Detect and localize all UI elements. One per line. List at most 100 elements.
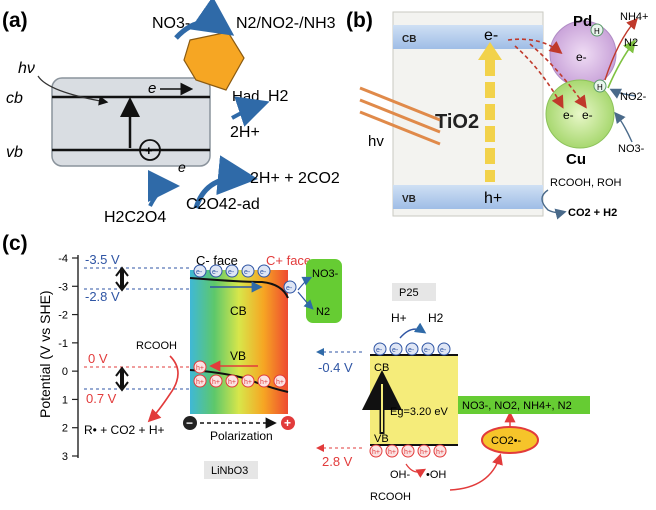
p25-hole-5-label: h+	[436, 449, 444, 456]
electron-5-label: e-	[260, 269, 267, 276]
pd-label: Pd	[573, 13, 592, 30]
electron-to-cu-1	[514, 45, 564, 109]
p25-electrons: e- e- e- e- e-	[373, 342, 451, 356]
products-box-label: NO3-, NO2, NH4+, N2	[462, 400, 572, 412]
p25-hole-4	[417, 444, 431, 458]
b-cb-label: CB	[402, 34, 416, 45]
electron-4	[241, 264, 255, 278]
nh4-label: NH4+	[620, 11, 648, 23]
electron-1	[193, 264, 207, 278]
p25-hole-4-label: h+	[420, 449, 428, 456]
p25-electron-4	[421, 342, 435, 356]
arrow-to-nh4	[604, 17, 638, 81]
p25-hole-3-label: h+	[404, 449, 412, 456]
oxidation-products: 2H+ + 2CO2	[250, 170, 340, 187]
hole-2-label: h+	[196, 379, 204, 386]
p25-vb-label: VB	[374, 433, 389, 445]
b-electron: e-	[484, 27, 498, 44]
hole-4	[225, 374, 239, 388]
arrow-no2-in	[609, 88, 637, 99]
light-ray-3	[359, 110, 441, 146]
y-tick-label: -1	[58, 338, 68, 350]
tio2-cb-band	[393, 25, 543, 49]
electron-6	[283, 280, 297, 294]
tio2-vb-band	[393, 185, 543, 209]
two-h-plus: 2H+	[230, 124, 260, 141]
hole-7	[273, 374, 287, 388]
oxalic-acid: H2C2O4	[104, 209, 166, 226]
linbo3-tag	[204, 461, 258, 479]
p25-electron-3-label: e-	[408, 347, 415, 354]
electron-to-cu-2	[529, 43, 587, 109]
b-hv-label: hv	[368, 133, 384, 150]
label-2-8v: 2.8 V	[322, 454, 353, 469]
panel-a: (a) cb vb hν e + e NO3- N2/NO2-/NH3 Had …	[2, 0, 340, 226]
p25-electron-1	[373, 342, 387, 356]
hole-5	[241, 374, 255, 388]
p25-tag	[392, 283, 436, 301]
electron-3	[225, 264, 239, 278]
hole-1-label: h+	[196, 365, 204, 372]
photon-arrow	[37, 75, 109, 106]
hole-circle	[139, 139, 161, 161]
oxalate-oxidation-arrow	[193, 155, 258, 209]
had-label: Had	[232, 88, 260, 105]
p25-hole-1	[369, 444, 383, 458]
reduction-products: N2/NO2-/NH3	[236, 15, 336, 32]
p25-electron-4-label: e-	[424, 347, 431, 354]
y-tick-label: 3	[62, 451, 68, 463]
co2-h2-label: CO2 + H2	[568, 207, 617, 219]
electron-2-label: e-	[212, 269, 219, 276]
oh-minus-label: OH-	[390, 469, 411, 481]
arrow-to-n2	[607, 39, 636, 89]
excitation-dash-4	[485, 126, 495, 142]
cb-electron: e	[148, 80, 156, 97]
plus-pole	[281, 416, 295, 430]
electron-2	[209, 264, 223, 278]
hole-5-label: h+	[244, 379, 252, 386]
p25-hole-2-label: h+	[388, 449, 396, 456]
label-minus-2-8: -2.8 V	[85, 289, 120, 304]
y-axis-label: Potential (V vs SHE)	[37, 290, 53, 418]
crystal-to-n2-arrow	[297, 291, 314, 310]
gap-arrow-bottom-heads	[115, 366, 129, 392]
b-hole: h+	[484, 190, 502, 207]
p25-holes: h+ h+ h+ h+ h+	[369, 444, 447, 458]
minus-pole	[183, 416, 197, 430]
label-0-7v: 0.7 V	[86, 391, 117, 406]
products-box	[458, 396, 590, 414]
rcooh-left: RCOOH	[136, 340, 177, 352]
hole-3-label: h+	[212, 379, 220, 386]
excitation-dash-6	[485, 170, 495, 182]
p25-hole-2	[385, 444, 399, 458]
linbo3-vb-label: VB	[230, 349, 246, 363]
linbo3-label: LiNbO3	[211, 465, 248, 477]
p25-electron-5	[437, 342, 451, 356]
vb-label: vb	[6, 144, 23, 161]
light-ray-1	[359, 86, 441, 122]
cu-electron-1: e-	[563, 108, 574, 122]
oh-oxidation-arrow	[405, 463, 427, 478]
panel-c-label: (c)	[2, 232, 28, 255]
hole-6	[257, 374, 271, 388]
electron-to-pd	[507, 38, 563, 54]
vb-electron: e	[178, 159, 186, 175]
p25-electron-1-label: e-	[376, 347, 383, 354]
nitrate-label: NO3-	[152, 15, 190, 32]
excitation-dash-3	[485, 104, 495, 120]
h-atom-1	[590, 23, 604, 37]
h-evolution-arrow	[231, 96, 270, 127]
cb-label: cb	[6, 90, 23, 107]
hole-6-label: h+	[260, 379, 268, 386]
tio2-label: TiO2	[435, 111, 479, 133]
panel-a-label: (a)	[2, 9, 28, 32]
h-atom-2-label: H	[597, 83, 603, 92]
co2-radical-label: CO2•-	[491, 435, 521, 447]
rcooh-bottom-label: RCOOH	[370, 491, 411, 503]
n2-box-label: N2	[316, 306, 330, 318]
rcooh-roh-label: RCOOH, ROH	[550, 177, 622, 189]
p25-eg-label: Eg=3.20 eV	[390, 406, 448, 418]
panel-b: (b) CB VB e- h+ TiO2 hv Pd Cu e- e- e- H…	[346, 9, 648, 220]
hole-7-label: h+	[276, 379, 284, 386]
